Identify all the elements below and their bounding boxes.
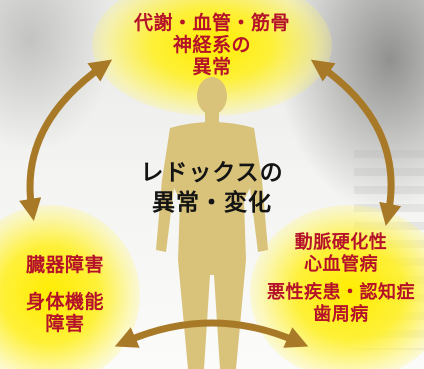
arrow-top-right	[310, 59, 402, 226]
body-shape	[156, 122, 268, 369]
center-label: レドックスの 異常・変化	[112, 158, 312, 218]
arrow-top-left	[19, 59, 113, 222]
head-shape	[197, 77, 227, 115]
arrow-bottom	[114, 319, 309, 348]
top-node-line2: 神経系の	[172, 34, 251, 56]
top-node-label: 代謝・血管・筋骨 神経系の 異常	[112, 12, 312, 78]
left-node-line1: 臓器障害	[25, 254, 104, 276]
center-line1: レドックスの	[140, 160, 284, 186]
left-node-label: 臓器障害 身体機能 障害	[6, 254, 124, 335]
top-node-line1: 代謝・血管・筋骨	[133, 12, 290, 34]
right-node-line3: 悪性疾患・認知症	[267, 282, 415, 303]
center-line2: 異常・変化	[152, 190, 272, 216]
neck-shape	[205, 112, 219, 124]
right-node-line1: 動脈硬化性	[294, 232, 388, 253]
right-node-line4: 歯周病	[313, 304, 369, 325]
left-node-line2-text: 身体機能	[25, 290, 104, 313]
top-node-line3: 異常	[192, 56, 232, 78]
right-node-line2: 心血管病	[304, 254, 378, 275]
left-node-line2: 身体機能 障害	[6, 291, 124, 335]
right-node-label: 動脈硬化性 心血管病 悪性疾患・認知症 歯周病	[258, 232, 424, 326]
left-node-line3: 障害	[45, 312, 85, 335]
